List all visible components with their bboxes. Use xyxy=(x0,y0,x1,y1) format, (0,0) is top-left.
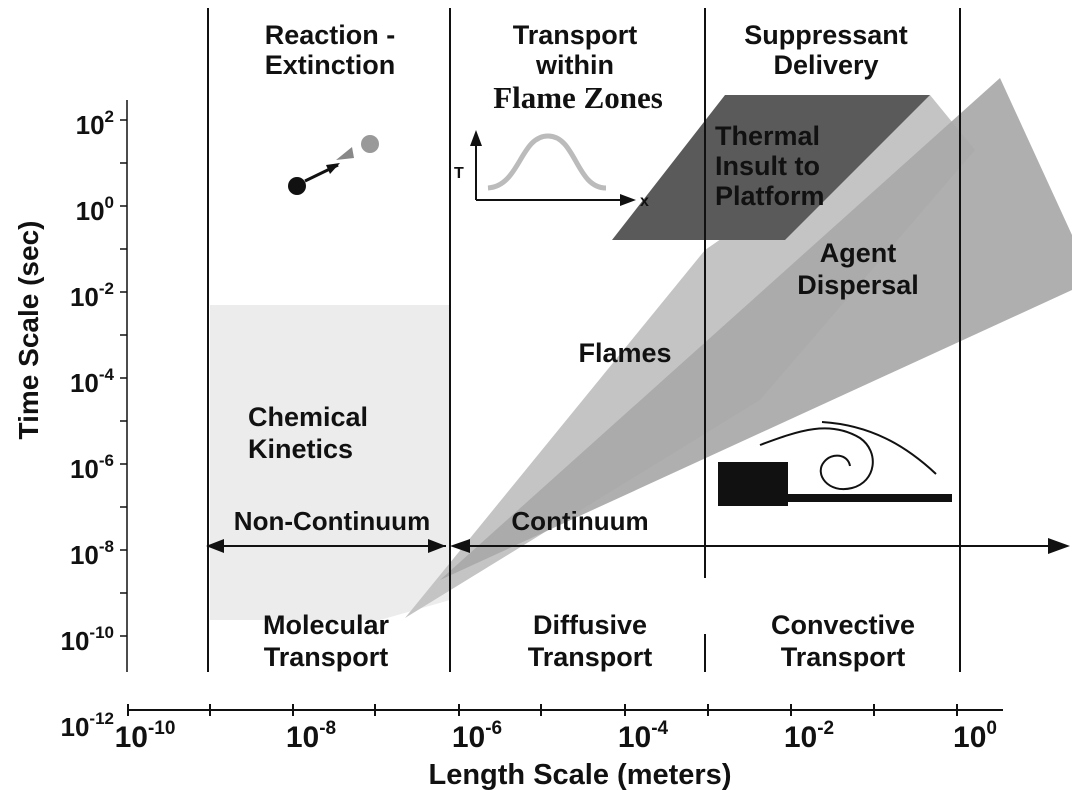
convective-vortex-icon xyxy=(718,421,952,506)
convective-label-line2: Transport xyxy=(781,642,906,672)
transport-header-line2: within xyxy=(535,50,614,80)
thermal-label-line1: Thermal xyxy=(715,121,820,151)
y-tick-label: 10-10 xyxy=(61,623,115,656)
agent-label-line1: Agent xyxy=(820,238,897,268)
convective-label-backdrop xyxy=(700,578,925,634)
x-tick-label: 10-6 xyxy=(452,718,502,754)
y-tick-label: 10-12 xyxy=(61,709,115,742)
thermal-label-line3: Platform xyxy=(715,181,825,211)
reaction-header-line1: Reaction - xyxy=(265,20,396,50)
thermal-label-line2: Insult to xyxy=(715,151,820,181)
chemical-label-line2: Kinetics xyxy=(248,434,353,464)
thermal-insult-region xyxy=(612,95,930,240)
x-axis-title: Length Scale (meters) xyxy=(429,759,732,790)
molecule-collision-icon xyxy=(288,135,379,195)
y-tick-label: 10-2 xyxy=(70,279,114,312)
flames-label: Flames xyxy=(578,338,671,368)
diffusive-label-line2: Transport xyxy=(528,642,653,672)
y-tick-label: 102 xyxy=(76,107,114,140)
inset-x-label: x xyxy=(640,193,649,210)
non-continuum-arrow xyxy=(206,539,446,553)
x-tick-label: 10-10 xyxy=(115,718,176,754)
x-axis-ticks xyxy=(127,704,958,716)
continuum-arrow xyxy=(450,538,1070,554)
agent-dispersal-region xyxy=(440,78,1072,580)
suppressant-header-line1: Suppressant xyxy=(744,20,908,50)
y-tick-label: 10-8 xyxy=(70,537,114,570)
agent-label-line2: Dispersal xyxy=(797,270,919,300)
convective-label-line1: Convective xyxy=(771,610,915,640)
y-axis-title: Time Scale (sec) xyxy=(13,221,44,440)
y-tick-labels: 102 100 10-2 10-4 10-6 10-8 10-10 10-12 xyxy=(61,107,115,742)
inset-t-label: T xyxy=(454,165,464,182)
x-tick-labels: 10-10 10-8 10-6 10-4 10-2 100 xyxy=(115,718,997,754)
x-tick-label: 10-4 xyxy=(618,718,669,754)
diffusive-label-line1: Diffusive xyxy=(533,610,647,640)
chemical-label-line1: Chemical xyxy=(248,402,368,432)
transport-header-line1: Transport xyxy=(513,20,638,50)
molecular-label-line2: Transport xyxy=(264,642,389,672)
flame-profile-inset-icon: T x xyxy=(454,130,649,210)
molecular-haze-region xyxy=(210,305,450,620)
y-tick-label: 100 xyxy=(76,193,114,226)
y-tick-label: 10-6 xyxy=(70,451,114,484)
reaction-header-line2: Extinction xyxy=(265,50,396,80)
x-tick-label: 100 xyxy=(953,718,997,754)
non-continuum-label: Non-Continuum xyxy=(234,506,430,536)
continuum-label: Continuum xyxy=(511,506,648,536)
flame-zones-header: Flame Zones xyxy=(493,80,663,115)
y-axis-ticks xyxy=(120,119,127,637)
suppressant-header-line2: Delivery xyxy=(773,50,878,80)
molecular-label-line1: Molecular xyxy=(263,610,390,640)
x-tick-label: 10-2 xyxy=(784,718,834,754)
x-tick-label: 10-8 xyxy=(286,718,336,754)
flame-zones-backdrop xyxy=(470,80,688,116)
y-tick-label: 10-4 xyxy=(70,365,115,398)
